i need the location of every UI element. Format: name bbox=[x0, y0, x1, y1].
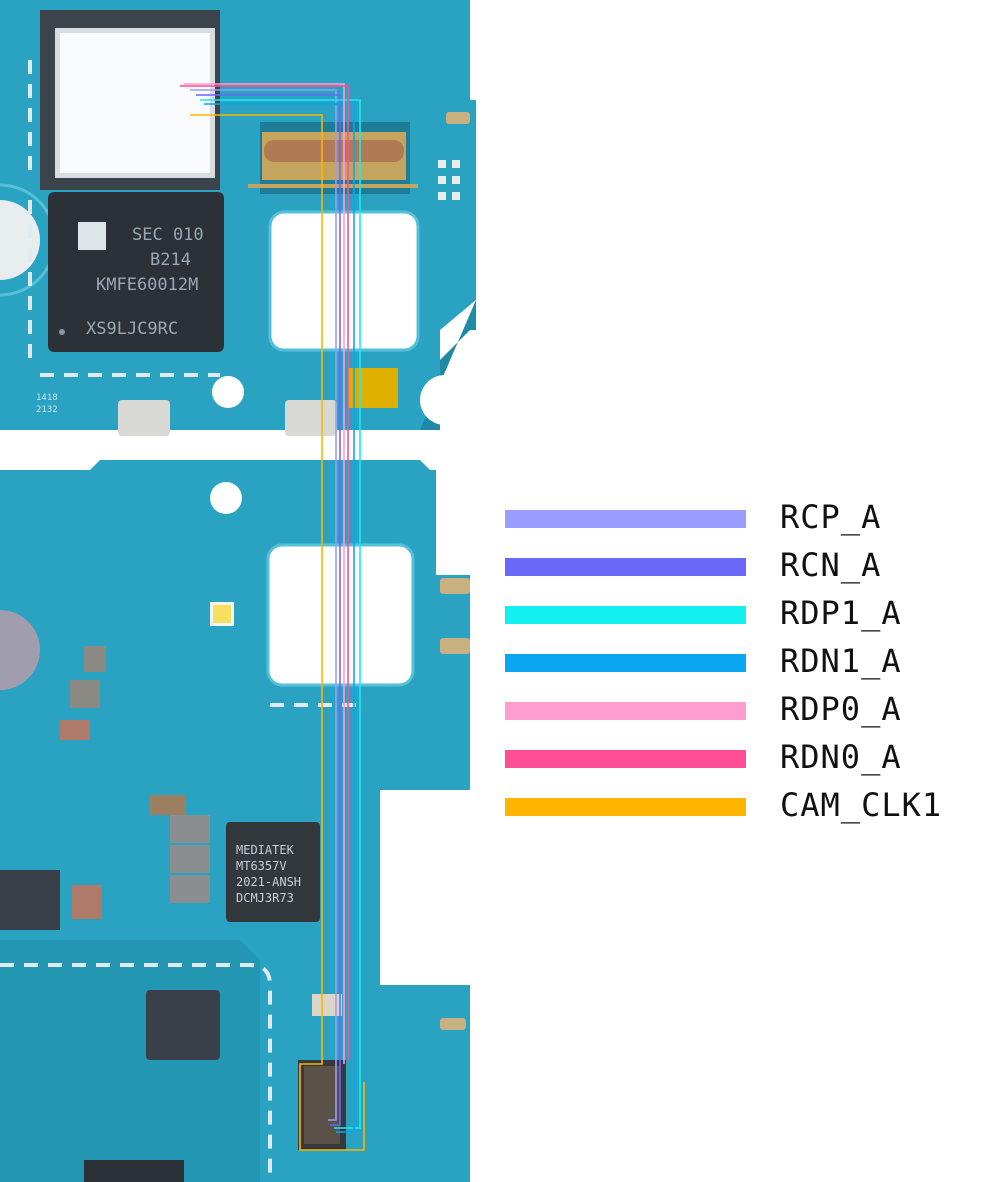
legend-swatch bbox=[505, 654, 746, 672]
pmic-chip-line-3: 2021-ANSH bbox=[236, 875, 301, 889]
legend-label: RDN1_A bbox=[780, 642, 902, 680]
legend-item-rcn-a: RCN_A bbox=[505, 545, 975, 593]
legend-label: RDP1_A bbox=[780, 594, 902, 632]
legend-swatch bbox=[505, 798, 746, 816]
legend-item-rdn1-a: RDN1_A bbox=[505, 641, 975, 689]
trace-cam-clk1 bbox=[190, 114, 365, 1151]
bga-pad-field bbox=[55, 28, 215, 178]
legend-label: RDP0_A bbox=[780, 690, 902, 728]
legend-swatch bbox=[505, 606, 746, 624]
legend-item-cam-clk1: CAM_CLK1 bbox=[505, 785, 975, 833]
trace-rcn-a bbox=[196, 94, 341, 1126]
memory-chip-line-3: KMFE60012M bbox=[96, 275, 198, 295]
pmic-chip: MEDIATEK MT6357V 2021-ANSH DCMJ3R73 bbox=[226, 822, 320, 922]
memory-chip: SEC 010 B214 KMFE60012M XS9LJC9RC bbox=[48, 192, 224, 352]
trace-rdp0-a bbox=[184, 83, 345, 1064]
legend-item-rdn0-a: RDN0_A bbox=[505, 737, 975, 785]
trace-rdn0-a bbox=[180, 85, 349, 1060]
bottom-connector bbox=[298, 1060, 346, 1150]
memory-chip-line-1: SEC 010 bbox=[132, 225, 204, 245]
legend-item-rcp-a: RCP_A bbox=[505, 497, 975, 545]
trace-rdp1-a bbox=[200, 99, 361, 1129]
legend-label: RDN0_A bbox=[780, 738, 902, 776]
legend-label: RCP_A bbox=[780, 498, 882, 536]
trace-rdn1-a bbox=[204, 103, 355, 1133]
legend-swatch bbox=[505, 558, 746, 576]
legend-item-rdp1-a: RDP1_A bbox=[505, 593, 975, 641]
trace-rcp-a bbox=[190, 89, 337, 1121]
board-code-1: 1418 bbox=[36, 393, 58, 403]
bottom-board: MEDIATEK MT6357V 2021-ANSH DCMJ3R73 bbox=[0, 460, 470, 1182]
top-connector bbox=[248, 122, 418, 194]
pmic-chip-line-2: MT6357V bbox=[236, 859, 287, 873]
legend-swatch bbox=[505, 510, 746, 528]
memory-chip-line-2: B214 bbox=[150, 250, 191, 270]
legend-item-rdp0-a: RDP0_A bbox=[505, 689, 975, 737]
top-board: SEC 010 B214 KMFE60012M XS9LJC9RC 1418 2… bbox=[0, 0, 490, 436]
pmic-chip-line-4: DCMJ3R73 bbox=[236, 891, 294, 905]
legend-label: RCN_A bbox=[780, 546, 882, 584]
memory-chip-line-4: XS9LJC9RC bbox=[86, 319, 178, 339]
legend-swatch bbox=[505, 750, 746, 768]
legend-swatch bbox=[505, 702, 746, 720]
pmic-chip-line-1: MEDIATEK bbox=[236, 843, 295, 857]
board-code-2: 2132 bbox=[36, 405, 58, 415]
legend-label: CAM_CLK1 bbox=[780, 786, 943, 824]
highlighted-traces bbox=[180, 83, 365, 1151]
